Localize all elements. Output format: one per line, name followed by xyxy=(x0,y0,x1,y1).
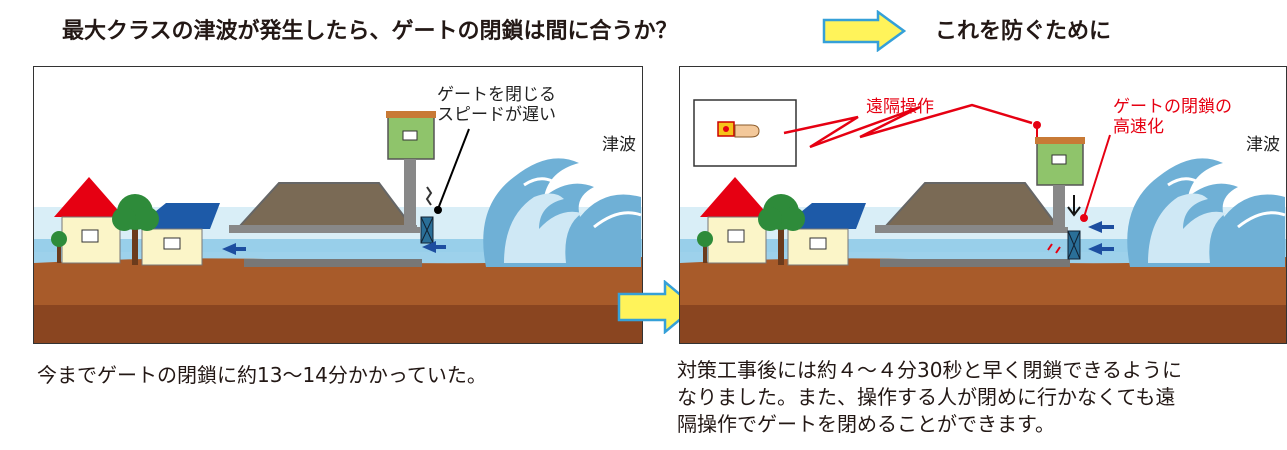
slow-gate-annotation-line1: ゲートを閉じる xyxy=(437,85,556,105)
tree xyxy=(112,194,159,265)
gate-column xyxy=(404,159,416,227)
header-arrow-icon xyxy=(822,10,906,52)
speedup-label-line1: ゲートの閉鎖の xyxy=(1113,97,1232,117)
ground-shadow xyxy=(34,305,642,343)
culvert xyxy=(244,259,422,267)
header-question: 最大クラスの津波が発生したら、ゲートの閉鎖は間に合うか？ xyxy=(62,19,678,44)
flow-arrow xyxy=(422,241,446,253)
after-caption-line1: 対策工事後には約４〜４分30秒と早く閉鎖できるように xyxy=(677,358,1183,382)
slow-gate-annotation-line2: スピードが遅い xyxy=(437,105,556,125)
after-caption-line2: なりました。また、操作する人が閉めに行かなくても遠 xyxy=(677,385,1176,409)
hand-icon xyxy=(734,124,760,138)
flow-arrow xyxy=(222,243,246,255)
tsunami-label: 津波 xyxy=(602,135,636,155)
house-red xyxy=(54,177,124,264)
speedup-leader xyxy=(1083,134,1111,218)
tsunami-wave xyxy=(1127,158,1286,267)
remote-operation-label: 遠隔操作 xyxy=(866,97,934,117)
small-tree xyxy=(51,231,67,263)
speedup-label-line2: 高速化 xyxy=(1113,117,1164,137)
levee-base xyxy=(229,225,417,233)
before-caption: 今までゲートの閉鎖に約13〜14分かかっていた。 xyxy=(37,363,487,387)
before-illustration: ゲートを閉じる スピードが遅い 津波 xyxy=(33,66,643,344)
gate-beam xyxy=(384,227,420,233)
header-answer: これを防ぐために xyxy=(935,19,1112,44)
annotation-leader xyxy=(437,128,470,210)
tsunami-label: 津波 xyxy=(1246,135,1280,155)
tsunami-wave xyxy=(483,158,642,267)
remote-signal xyxy=(783,103,1033,149)
after-illustration: 遠隔操作 ゲートの閉鎖の 高速化 津波 xyxy=(679,66,1287,344)
after-caption-line3: 隔操作でゲートを閉めることができます。 xyxy=(677,412,1055,436)
